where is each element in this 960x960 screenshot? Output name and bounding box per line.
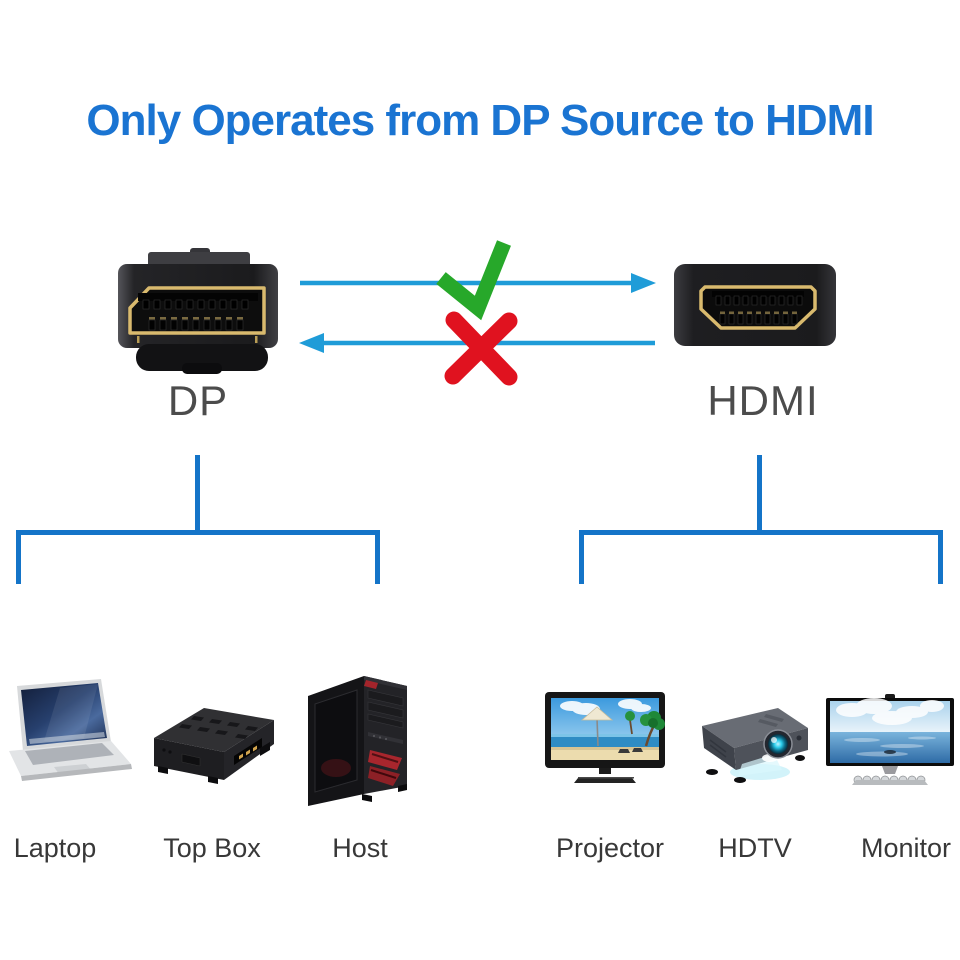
dp-branch-bar: [16, 530, 380, 535]
hdmi-branch-left-drop: [579, 530, 584, 584]
device-label-hdtv: HDTV: [718, 833, 792, 863]
dp-branch-stem: [195, 455, 200, 533]
hdmi-branch-stem: [757, 455, 762, 533]
device-label-projector: Projector: [555, 833, 665, 863]
check-icon: [436, 240, 511, 321]
pc-tower-icon: [308, 676, 407, 806]
forward-arrow: [300, 273, 656, 293]
displayport-connector-icon: [118, 248, 278, 374]
dp-connector-label: DP: [167, 377, 229, 424]
flow-arrows: [299, 240, 656, 386]
hdmi-branch-bar: [579, 530, 943, 535]
device-label-host: Host: [332, 833, 388, 863]
cross-icon: [444, 311, 518, 386]
widescreen-monitor-icon: [826, 694, 954, 785]
dp-branch-left-drop: [16, 530, 21, 584]
laptop-icon: [9, 679, 132, 781]
set-top-box-icon: [154, 708, 274, 784]
hdmi-connector-icon: [674, 264, 836, 346]
projector-icon: [702, 708, 808, 783]
page-title: Only Operates from DP Source to HDMI: [86, 96, 874, 145]
dp-branch-right-drop: [375, 530, 380, 584]
device-label-laptop: Laptop: [13, 833, 97, 863]
hdmi-branch-right-drop: [938, 530, 943, 584]
device-label-monitor: Monitor: [860, 833, 952, 863]
tv-beach-icon: [545, 692, 665, 783]
device-label-top-box: Top Box: [163, 833, 261, 863]
hdmi-connector-label: HDMI: [707, 377, 819, 424]
